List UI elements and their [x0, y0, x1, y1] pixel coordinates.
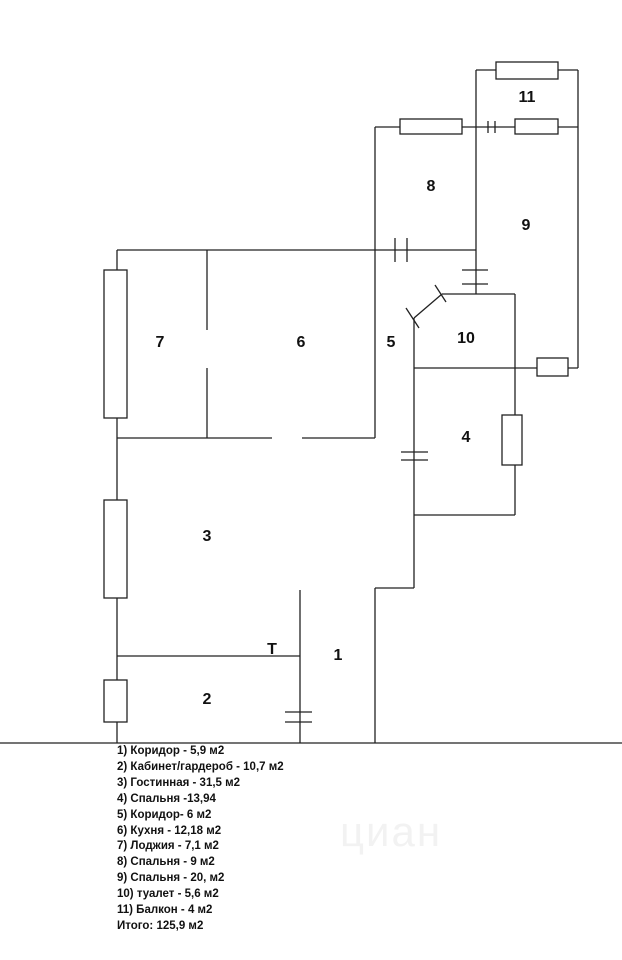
- room-3-label: 3: [203, 528, 212, 545]
- room-7-label: 7: [156, 334, 165, 351]
- window-4: [501, 414, 523, 466]
- room-4-label: 4: [462, 429, 471, 446]
- room-11-label: 11: [519, 89, 536, 106]
- room-1-label: 1: [334, 647, 343, 664]
- windows: [103, 61, 569, 723]
- legend-item: 7) Лоджия - 7,1 м2: [117, 840, 219, 853]
- legend-total: Итого: 125,9 м2: [117, 919, 204, 932]
- watermark: циан: [340, 808, 443, 855]
- window-7: [103, 269, 128, 419]
- room-10-label: 10: [457, 330, 475, 347]
- legend-item: 10) туалет - 5,6 м2: [117, 888, 219, 901]
- window-9: [514, 118, 559, 135]
- window-2: [103, 679, 128, 723]
- legend-item: 9) Спальня - 20, м2: [117, 872, 225, 885]
- room-6-label: 6: [297, 334, 306, 351]
- legend-item: 6) Кухня - 12,18 м2: [117, 824, 222, 837]
- legend-item: 11) Балкон - 4 м2: [117, 904, 213, 917]
- legend-item: 3) Гостинная - 31,5 м2: [117, 776, 241, 789]
- legend-item: 8) Спальня - 9 м2: [117, 856, 215, 869]
- room-9-label: 9: [522, 217, 531, 234]
- room-8-label: 8: [427, 178, 436, 195]
- legend-item: 1) Коридор - 5,9 м2: [117, 745, 225, 757]
- doors: [285, 121, 496, 723]
- room-legend: 1) Коридор - 5,9 м2 2) Кабинет/гардероб …: [117, 744, 284, 935]
- room-5-label: 5: [387, 334, 396, 351]
- walls: [0, 69, 622, 744]
- legend-item: 5) Коридор- 6 м2: [117, 808, 212, 821]
- legend-item: 2) Кабинет/гардероб - 10,7 м2: [117, 760, 284, 773]
- t-mark: Т: [267, 641, 277, 658]
- window-8: [399, 118, 463, 135]
- window-11: [495, 61, 559, 80]
- legend-item: 4) Спальня -13,94: [117, 792, 216, 805]
- window-10: [536, 357, 569, 377]
- window-3: [103, 499, 128, 599]
- room-2-label: 2: [203, 691, 212, 708]
